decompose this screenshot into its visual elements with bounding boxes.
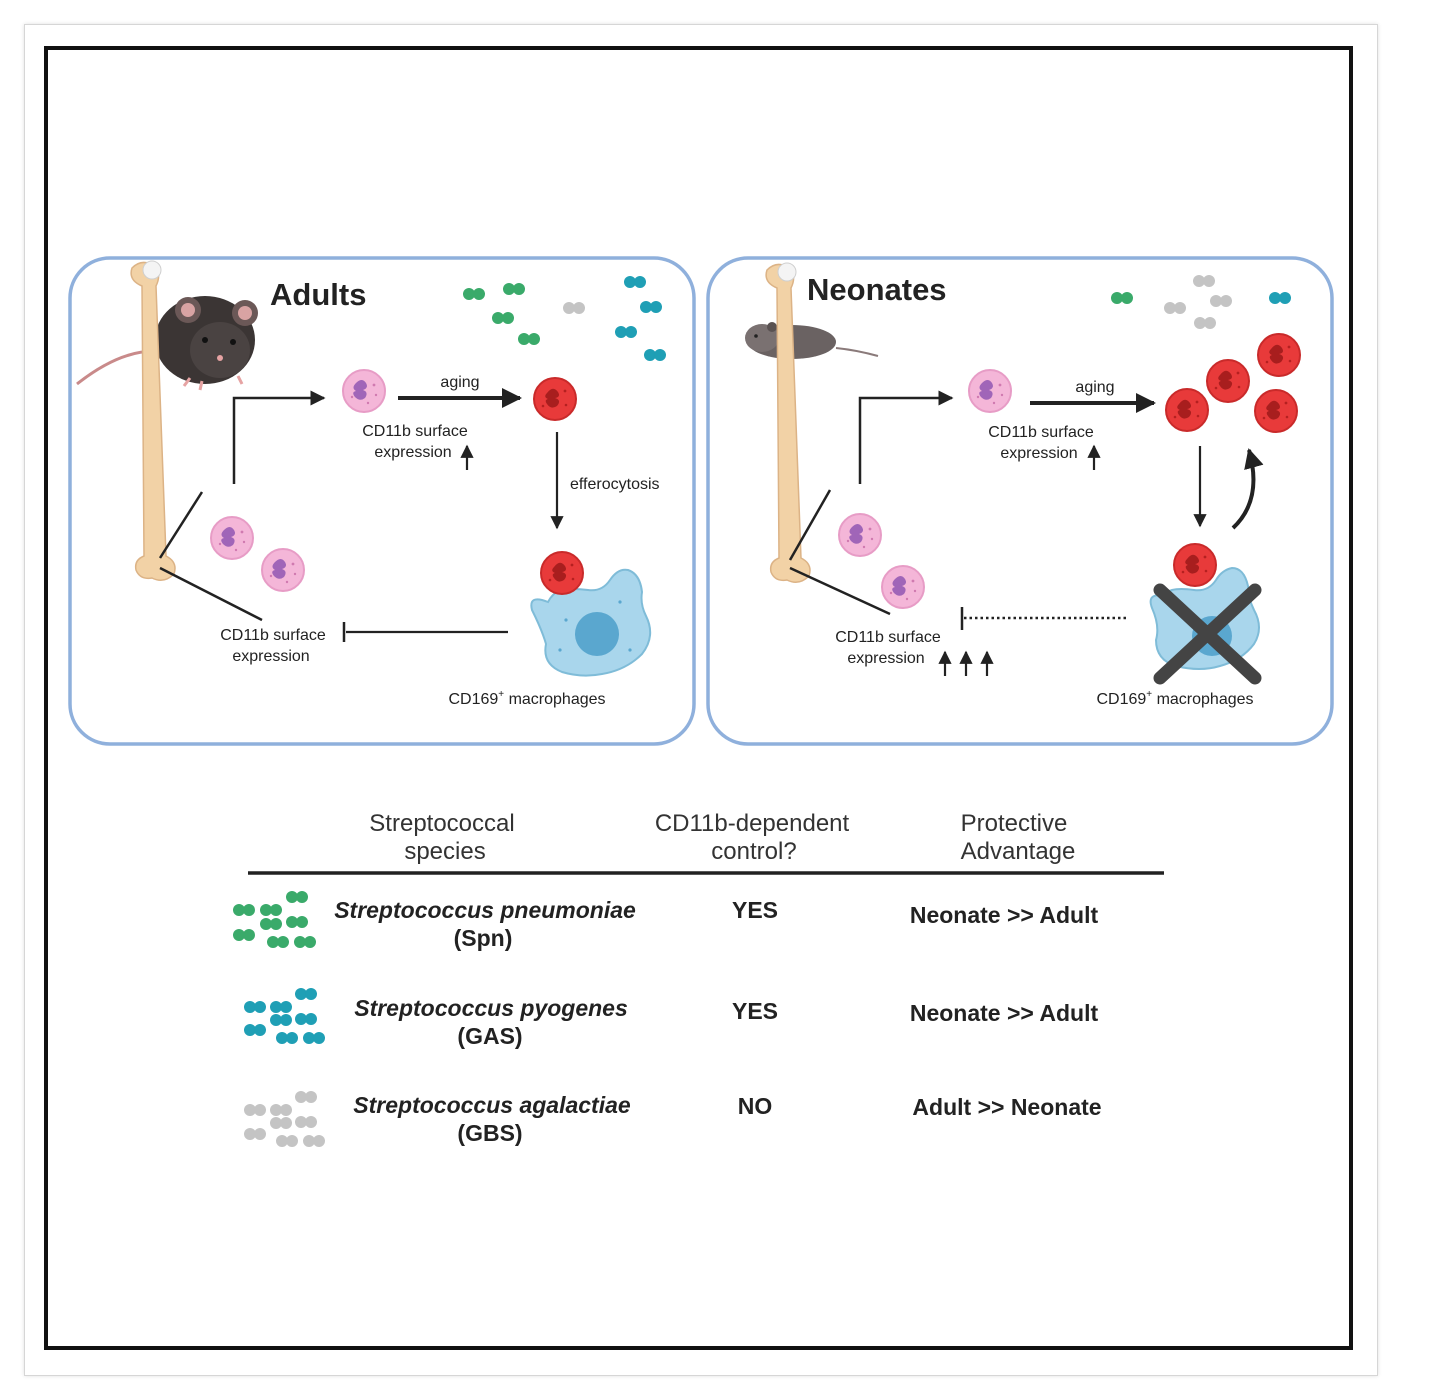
- macrophages-label: CD169+ macrophages: [448, 689, 605, 708]
- adults-title: Adults: [270, 277, 366, 312]
- header-control-line2: control?: [711, 838, 796, 865]
- efferocytosis-label: efferocytosis: [570, 476, 660, 493]
- neutrophil-icon: [210, 516, 254, 560]
- cd11b-top-line1: CD11b surface: [988, 424, 1094, 441]
- return-arrow: [1231, 448, 1264, 530]
- species-name: Streptococcus pyogenes: [354, 995, 628, 1021]
- bacteria-diplococci-icon: [244, 988, 325, 1044]
- neutrophil-icon: [881, 565, 925, 609]
- neonates-panel: Neonates aging: [706, 256, 1334, 746]
- summary-table: Streptococcal species CD11b-dependent co…: [233, 810, 1164, 1147]
- cd11b-top-line1: CD11b surface: [362, 423, 468, 440]
- header-species-line2: species: [404, 838, 485, 865]
- release-arrow: [232, 390, 326, 484]
- aged-neutrophil-icon: [1206, 359, 1250, 403]
- cd11b-bottom-line2: expression: [847, 650, 924, 667]
- figure-frame: [44, 46, 1353, 1350]
- bacteria-diplococci-icon: [233, 891, 316, 948]
- table-header: Streptococcal species CD11b-dependent co…: [369, 810, 1075, 865]
- depletion-x-icon: [1153, 583, 1262, 685]
- adults-panel: Adults aging C: [68, 256, 696, 746]
- cd11b-bottom-line2: expression: [232, 648, 309, 665]
- release-arrow: [858, 390, 954, 484]
- header-species-line1: Streptococcal: [369, 810, 514, 837]
- macrophages-label: CD169+ macrophages: [1096, 689, 1253, 708]
- species-abbr: (GBS): [457, 1120, 522, 1146]
- aged-neutrophil-icon: [533, 377, 577, 421]
- cd11b-top-line2: expression: [374, 444, 451, 461]
- neonates-title: Neonates: [807, 272, 947, 307]
- bacteria-diplococci-icon: [244, 1091, 325, 1147]
- aging-label: aging: [1075, 379, 1114, 396]
- aged-neutrophil-icon: [1254, 389, 1298, 433]
- neutrophil-icon: [261, 548, 305, 592]
- control-value: NO: [738, 1093, 773, 1119]
- macrophage-icon: [530, 568, 652, 677]
- cd11b-top-line2: expression: [1000, 445, 1077, 462]
- control-value: YES: [732, 998, 778, 1024]
- control-value: YES: [732, 897, 778, 923]
- neutrophil-icon: [968, 369, 1012, 413]
- neutrophil-icon: [838, 513, 882, 557]
- advantage-value: Adult >> Neonate: [912, 1094, 1101, 1120]
- advantage-value: Neonate >> Adult: [910, 1000, 1099, 1026]
- neutrophil-icon: [342, 369, 386, 413]
- cd11b-bottom-line1: CD11b surface: [220, 627, 326, 644]
- table-row: Streptococcus pneumoniae (Spn) YES Neona…: [233, 891, 1098, 951]
- aged-neutrophil-icon: [540, 551, 584, 595]
- aging-label: aging: [440, 374, 479, 391]
- aged-neutrophil-icon: [1173, 543, 1217, 587]
- species-name: Streptococcus agalactiae: [353, 1092, 631, 1118]
- species-abbr: (Spn): [454, 925, 513, 951]
- species-name: Streptococcus pneumoniae: [334, 897, 636, 923]
- cd11b-bottom-line1: CD11b surface: [835, 629, 941, 646]
- header-advantage-line1: Protective: [961, 810, 1068, 837]
- table-row: Streptococcus agalactiae (GBS) NO Adult …: [244, 1091, 1102, 1147]
- aged-neutrophil-icon: [1165, 388, 1209, 432]
- header-advantage-line2: Advantage: [961, 838, 1076, 865]
- header-control-line1: CD11b-dependent: [655, 810, 850, 837]
- aged-neutrophil-icon: [1257, 333, 1301, 377]
- adult-mouse-icon: [76, 296, 258, 391]
- species-abbr: (GAS): [457, 1023, 522, 1049]
- advantage-value: Neonate >> Adult: [910, 902, 1099, 928]
- table-row: Streptococcus pyogenes (GAS) YES Neonate…: [244, 988, 1098, 1049]
